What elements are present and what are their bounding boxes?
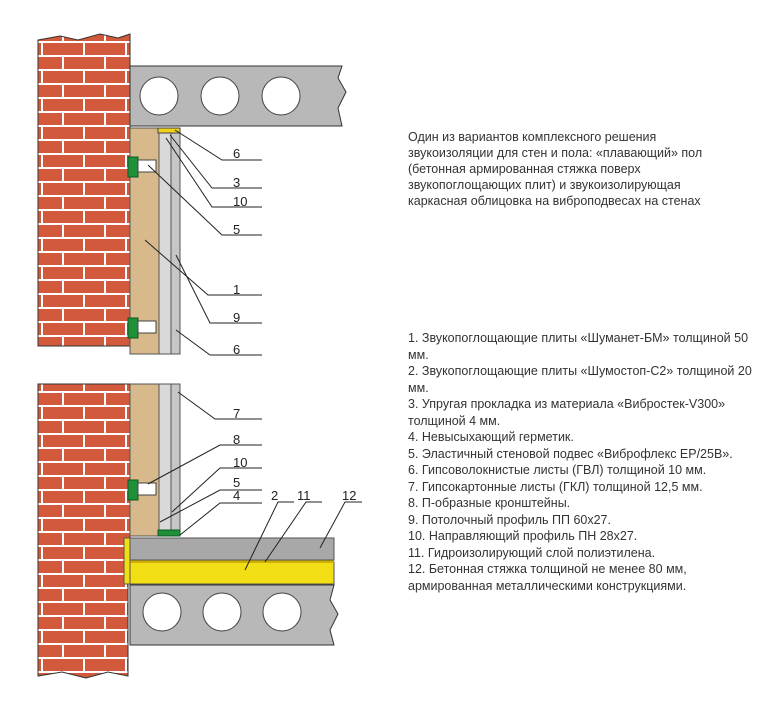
- slab-void: [142, 592, 182, 632]
- legend-item: 9. Потолочный профиль ПП 60x27.: [408, 512, 611, 527]
- profile-top: [157, 127, 181, 134]
- callout-3: 3: [233, 175, 240, 190]
- screed: [129, 537, 335, 561]
- callout-4: 4: [233, 488, 240, 503]
- callout-10-lower: 10: [233, 455, 247, 470]
- legend-item: 12. Бетонная стяжка толщиной не менее 80…: [408, 562, 687, 593]
- slab-void: [262, 592, 302, 632]
- legend-item: 2. Звукопоглощающие плиты «Шумостоп-С2» …: [408, 364, 752, 395]
- legend-list: 1. Звукопоглощающие плиты «Шуманет-БМ» т…: [408, 330, 758, 594]
- slab-void: [261, 76, 301, 116]
- brick-wall-lower: [37, 383, 131, 679]
- callout-9: 9: [233, 310, 240, 325]
- callout-6-top: 6: [233, 146, 240, 161]
- gvl-board-upper: [158, 127, 172, 355]
- callout-2: 2: [271, 488, 278, 503]
- brick-wall-upper: [37, 33, 131, 347]
- legend-item: 1. Звукопоглощающие плиты «Шуманет-БМ» т…: [408, 331, 749, 362]
- spring-upper-top: [137, 159, 157, 173]
- legend-item: 5. Эластичный стеновой подвес «Виброфлек…: [408, 446, 733, 461]
- diagram-description: Один из вариантов комплексного решения з…: [408, 130, 703, 208]
- membrane-strip: [130, 560, 334, 563]
- bracket-upper-bottom: [127, 317, 139, 339]
- legend-item: 7. Гипсокартонные листы (ГКЛ) толщиной 1…: [408, 479, 703, 494]
- sealant: [157, 529, 181, 537]
- spring-lower: [137, 482, 157, 496]
- callout-5-lower: 5: [233, 475, 240, 490]
- spring-upper-bottom: [137, 320, 157, 334]
- callout-11: 11: [297, 488, 311, 503]
- legend-item: 8. П-образные кронштейны.: [408, 496, 571, 510]
- callout-1: 1: [233, 282, 240, 297]
- callout-8: 8: [233, 432, 240, 447]
- callout-10-upper: 10: [233, 194, 247, 209]
- bracket-upper-top: [127, 156, 139, 178]
- gypsum-board-upper: [170, 127, 181, 355]
- legend-item: 10. Направляющий профиль ПН 28x27.: [408, 529, 638, 543]
- gvl-board-lower: [158, 383, 172, 535]
- callout-5-upper: 5: [233, 222, 240, 237]
- legend-item: 4. Невысыхающий герметик.: [408, 430, 574, 444]
- callout-7: 7: [233, 406, 240, 421]
- bracket-lower: [127, 479, 139, 501]
- insulation-lower: [129, 383, 160, 537]
- slab-void: [200, 76, 240, 116]
- legend-item: 11. Гидроизолирующий слой полиэтилена.: [408, 545, 656, 560]
- legend-item: 3. Упругая прокладка из материала «Вибро…: [408, 397, 726, 428]
- callout-12: 12: [342, 488, 356, 503]
- sound-absorbing-layer: [129, 561, 335, 585]
- edge-strip: [123, 537, 131, 585]
- callout-6-bottom: 6: [233, 342, 240, 357]
- slab-void: [139, 76, 179, 116]
- legend-item: 6. Гипсоволокнистые листы (ГВЛ) толщиной…: [408, 463, 707, 477]
- slab-void: [202, 592, 242, 632]
